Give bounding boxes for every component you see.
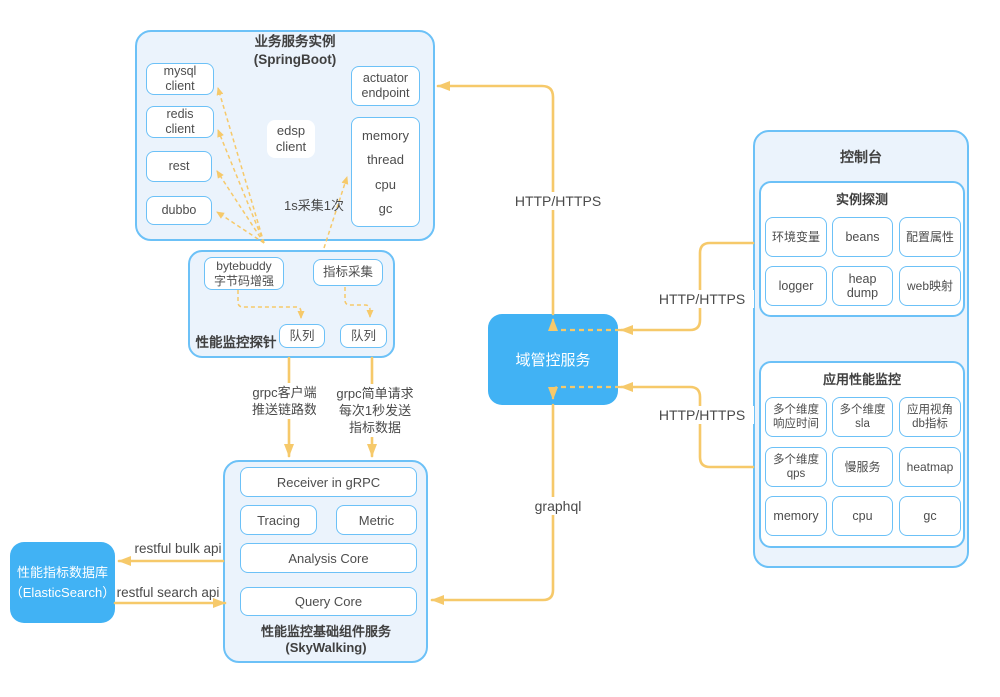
apm-db-metrics-box: 应用视角 db指标 (899, 397, 961, 437)
metric-cpu: cpu (375, 176, 396, 192)
rest-box: rest (146, 151, 212, 182)
edsp-client-box: edsp client (267, 120, 315, 158)
http-lower-label: HTTP/HTTPS (650, 406, 754, 424)
http-upper-label: HTTP/HTTPS (650, 290, 754, 308)
env-vars-box: 环境变量 (765, 217, 827, 257)
metric-memory: memory (362, 127, 409, 143)
restful-bulk-label: restful bulk api (134, 541, 222, 556)
query-core-box: Query Core (240, 587, 417, 616)
apm-slow-service-box: 慢服务 (832, 447, 893, 487)
web-mapping-box: web映射 (899, 266, 961, 306)
mysql-client-box: mysql client (146, 63, 214, 95)
logger-box: logger (765, 266, 827, 306)
graphql-label: graphql (516, 497, 600, 515)
beans-box: beans (832, 217, 893, 257)
elasticsearch-box: 性能指标数据库 （ElasticSearch） (10, 542, 115, 623)
apm-heatmap-box: heatmap (899, 447, 961, 487)
actuator-endpoint-box: actuator endpoint (351, 66, 420, 106)
jvm-metrics-box: memory thread cpu gc (351, 117, 420, 227)
apm-memory-box: memory (765, 496, 827, 536)
springboot-title: 业务服务实例 (SpringBoot) (253, 34, 337, 67)
queue-box-1: 队列 (279, 324, 325, 348)
receiver-grpc-box: Receiver in gRPC (240, 467, 417, 497)
metric-box: Metric (336, 505, 417, 535)
heap-dump-box: heap dump (832, 266, 893, 306)
metric-collect-box: 指标采集 (313, 259, 383, 286)
probe-label: 性能监控探针 (195, 335, 277, 350)
queue-box-2: 队列 (340, 324, 387, 348)
dubbo-box: dubbo (146, 196, 212, 225)
arrow-console-lower-to-domain (619, 382, 755, 469)
instance-probe-title: 实例探测 (835, 192, 888, 207)
console-title: 控制台 (840, 149, 882, 165)
domain-service-box: 域管控服务 (488, 314, 618, 405)
restful-search-label: restful search api (116, 585, 220, 600)
bytebuddy-box: bytebuddy 字节码增强 (204, 257, 284, 290)
redis-client-box: redis client (146, 106, 214, 138)
analysis-core-box: Analysis Core (240, 543, 417, 573)
skywalking-title: 性能监控基础组件服务 (SkyWalking) (260, 624, 391, 655)
collect-note: 1s采集1次 (284, 198, 344, 213)
tracing-box: Tracing (240, 505, 317, 535)
metric-thread: thread (367, 152, 404, 168)
apm-cpu-box: cpu (832, 496, 893, 536)
http-top-label: HTTP/HTTPS (506, 192, 610, 210)
arrow-console-upper-to-domain (619, 241, 755, 335)
apm-response-time-box: 多个维度 响应时间 (765, 397, 827, 437)
apm-qps-box: 多个维度 qps (765, 447, 827, 487)
grpc-simple-label: grpc简单请求 每次1秒发送 指标数据 (316, 384, 434, 437)
apm-gc-box: gc (899, 496, 961, 536)
apm-sla-box: 多个维度 sla (832, 397, 893, 437)
metric-gc: gc (378, 201, 393, 217)
config-props-box: 配置属性 (899, 217, 961, 257)
apm-title: 应用性能监控 (822, 372, 901, 387)
